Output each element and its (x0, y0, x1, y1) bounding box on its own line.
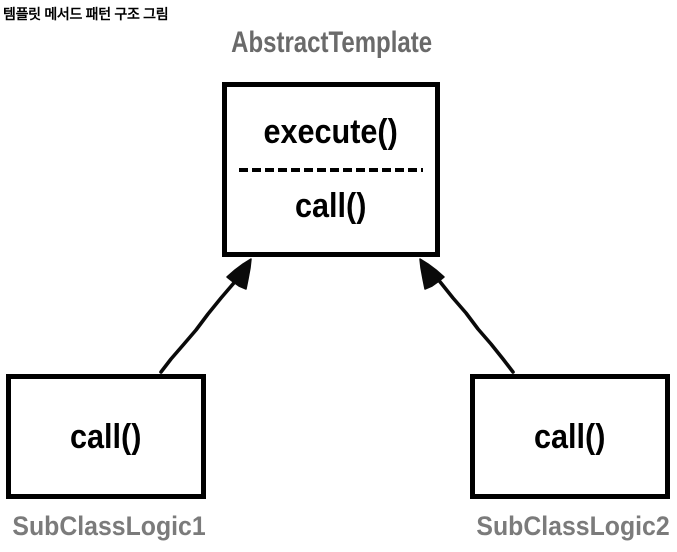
subclass1-box: call() (6, 374, 206, 499)
template-method-text: execute() (263, 113, 399, 151)
inheritance-arrow-left (159, 258, 252, 374)
page-title: 템플릿 메서드 패턴 구조 그림 (3, 6, 169, 22)
subclass1-name-text: SubClassLogic1 (12, 511, 206, 541)
abstract-class-name: AbstractTemplate (182, 26, 482, 60)
subclass2-name-text: SubClassLogic2 (476, 511, 670, 541)
abstract-class-box: execute() call() (222, 82, 440, 257)
subclass2-method: call() (475, 415, 665, 459)
subclass1-method-text: call() (70, 417, 142, 456)
abstract-class-name-text: AbstractTemplate (231, 26, 433, 59)
subclass2-box: call() (470, 374, 670, 499)
subclass2-name: SubClassLogic2 (468, 511, 673, 542)
dashed-divider (239, 168, 423, 172)
subclass1-method: call() (11, 415, 201, 459)
template-method: execute() (227, 108, 435, 156)
subclass1-name: SubClassLogic1 (4, 511, 209, 542)
subclass2-method-text: call() (534, 417, 606, 456)
hook-method-text: call() (295, 187, 367, 225)
inheritance-arrow-right (419, 258, 515, 374)
hook-method: call() (227, 182, 435, 230)
